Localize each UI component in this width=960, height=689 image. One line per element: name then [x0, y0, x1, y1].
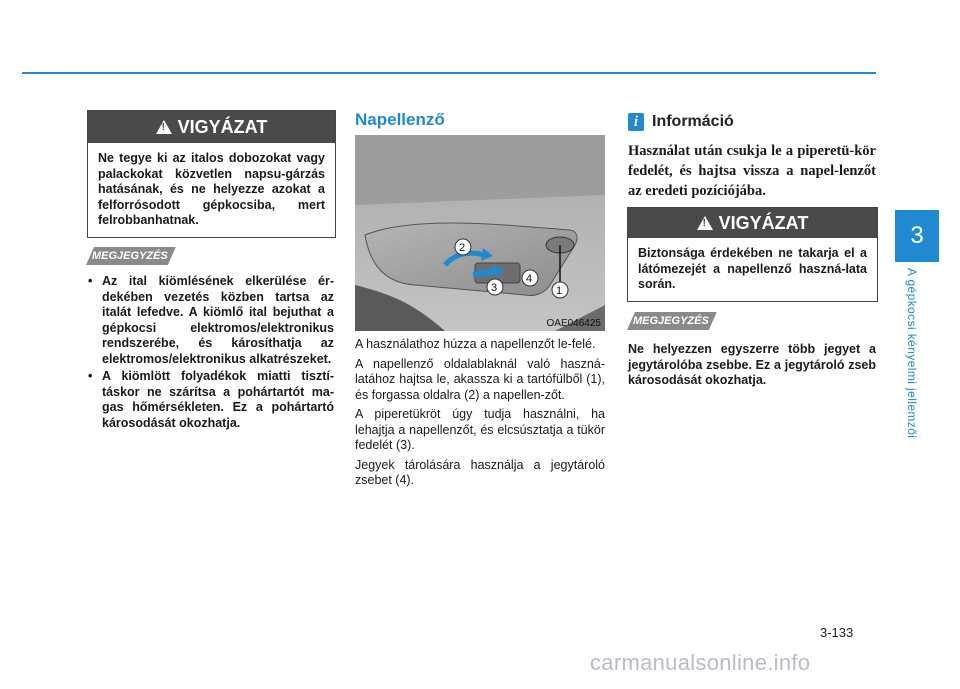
warning-text: Ne tegye ki az italos dobozokat vagy pal…	[98, 151, 325, 227]
info-header: i Információ	[628, 113, 734, 131]
info-title: Információ	[652, 113, 734, 130]
header-rule	[22, 72, 876, 74]
callout-4: 4	[526, 273, 532, 285]
list-item-text: A kiömlött folyadékok miatti tisztí-tásk…	[102, 369, 334, 430]
sun-visor-illustration: 2 3 4 1 OAE046425	[355, 135, 605, 331]
warning-triangle-icon: !	[696, 216, 713, 230]
warning-header: ! VIGYÁZAT	[88, 111, 335, 143]
paragraph: A napellenző oldalablaknál való haszná-l…	[355, 356, 605, 402]
paragraph: Jegyek tárolására használja a jegytároló…	[355, 457, 605, 488]
page-number: 3-133	[820, 625, 854, 640]
bullet-icon: •	[88, 274, 93, 288]
paragraph: A piperetükröt úgy tudja használni, ha l…	[355, 407, 605, 452]
paragraph: A használathoz húzza a napellenzőt le-fe…	[355, 337, 596, 351]
list-item: • A kiömlött folyadékok miatti tisztí-tá…	[88, 369, 334, 431]
warning-box-visor: ! VIGYÁZAT Biztonsága érdekében ne takar…	[627, 207, 878, 302]
info-text: Használat után csukja le a piperetü-kör …	[628, 143, 876, 199]
chapter-title: A gépkocsi kényelmi jellemzői	[905, 268, 919, 439]
note-bullet-list: • Az ital kiömlésének elkerülése ér-deké…	[88, 274, 334, 433]
list-item: • Az ital kiömlésének elkerülése ér-deké…	[88, 274, 334, 367]
image-caption: OAE046425	[546, 318, 602, 329]
warning-title: VIGYÁZAT	[718, 212, 809, 233]
warning-title: VIGYÁZAT	[177, 116, 268, 137]
chapter-number-tab: 3	[895, 210, 939, 262]
callout-2: 2	[459, 242, 465, 254]
list-item-text: Az ital kiömlésének elkerülése ér-dekébe…	[102, 274, 334, 366]
sun-visor-description: A használathoz húzza a napellenzőt le-fe…	[355, 337, 605, 493]
callout-1: 1	[556, 285, 562, 297]
warning-box-drinks: ! VIGYÁZAT Ne tegye ki az italos dobozok…	[87, 110, 336, 238]
bullet-icon: •	[88, 369, 93, 383]
sun-visor-drawing: 2 3 4 1	[355, 135, 605, 331]
note-text: Ne helyezzen egyszerre több jegyet a jeg…	[628, 342, 876, 387]
warning-triangle-icon: !	[155, 120, 172, 134]
warning-header: ! VIGYÁZAT	[628, 208, 877, 238]
watermark-text: carmanualsonline.info	[590, 650, 811, 675]
note-tag: MEGJEGYZÉS	[86, 247, 176, 265]
info-icon: i	[628, 113, 644, 131]
section-title: Napellenző	[355, 110, 445, 129]
note-tag: MEGJEGYZÉS	[627, 312, 717, 330]
callout-3: 3	[491, 282, 497, 294]
warning-text: Biztonsága érdekében ne takarja el a lát…	[638, 246, 867, 291]
